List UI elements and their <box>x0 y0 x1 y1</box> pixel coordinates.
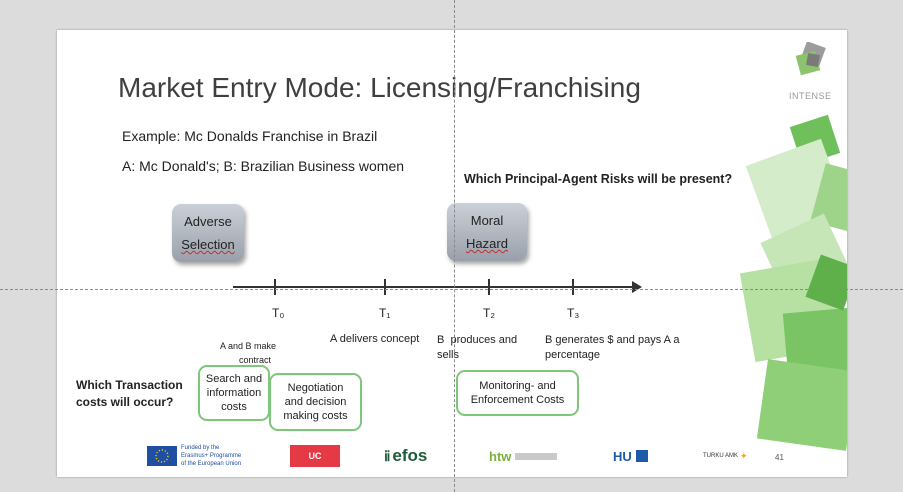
timeline-tick-t2 <box>488 279 490 295</box>
timeline-arrow-icon <box>632 281 642 293</box>
page-number: 41 <box>775 453 784 462</box>
t3-desc-line2: percentage <box>545 349 601 361</box>
search-box-line2: information <box>206 387 262 399</box>
slide-canvas: INTENSE Market Entry Mode: Licensing/Fra… <box>57 30 847 477</box>
t2-description: B produces and sells <box>437 333 517 363</box>
slide-title: Market Entry Mode: Licensing/Franchising <box>118 72 641 103</box>
negotiation-decision-costs-box: Negotiation and decision making costs <box>269 373 362 431</box>
vertical-guide-line-overlay <box>454 0 455 492</box>
efos-logo-text: efos <box>392 446 428 465</box>
parties-text: A: Mc Donald's; B: Brazilian Business wo… <box>122 158 405 174</box>
search-box-line3: costs <box>221 401 247 413</box>
eu-logo-line2: Erasmus+ Programme <box>181 453 242 459</box>
monitoring-box-line2: Enforcement Costs <box>470 394 565 406</box>
t2-desc-line1: B produces and <box>437 334 518 346</box>
htw-logo: htw <box>489 445 558 467</box>
intense-logo-text: INTENSE <box>789 91 832 101</box>
t0-note-line2: contract <box>238 355 271 365</box>
timeline-label-t1: T₁ <box>379 306 391 320</box>
timeline-axis <box>233 286 633 288</box>
t3-description: B generates $ and pays A a percentage <box>545 333 680 363</box>
turku-logo-text: TURKU AMK <box>703 453 739 459</box>
adverse-box-line1: Adverse <box>184 214 232 229</box>
efos-logo: ⅱ efos <box>384 445 427 467</box>
principal-agent-question: Which Principal-Agent Risks will be pres… <box>464 172 733 186</box>
search-information-costs-box: Search and information costs <box>198 365 270 421</box>
efos-pillar-icon: ⅱ <box>384 447 391 464</box>
turku-logo: TURKU AMK ✦ <box>703 445 748 467</box>
hu-logo-text: HU <box>613 448 632 464</box>
horizontal-guide-line <box>0 289 903 290</box>
footer-logo-bar: Funded by the Erasmus+ Programme of the … <box>57 435 847 477</box>
intense-logo-icon <box>795 41 829 76</box>
search-box-line1: Search and <box>205 373 263 385</box>
tc-question-line1: Which Transaction <box>76 378 183 392</box>
hu-logo: HU <box>613 445 648 467</box>
hu-logo-mark-icon <box>635 450 648 462</box>
htw-logo-text: htw <box>489 448 512 464</box>
eu-flag-icon <box>147 446 177 466</box>
timeline-label-t0: T₀ <box>272 306 285 320</box>
turku-sun-icon: ✦ <box>740 450 748 461</box>
timeline-tick-t3 <box>572 279 574 295</box>
example-text: Example: Mc Donalds Franchise in Brazil <box>122 128 378 144</box>
monitoring-box-line1: Monitoring- and <box>479 380 556 392</box>
adverse-selection-box: Adverse Selection <box>172 204 244 262</box>
t0-note: A and B make contract <box>207 339 289 367</box>
t3-desc-line1: B generates $ and pays A a <box>545 334 680 346</box>
t0-note-line1: A and B make <box>219 341 277 351</box>
timeline-tick-t0 <box>274 279 276 295</box>
t2-desc-line2: sells <box>437 349 460 361</box>
eu-logo-line3: of the European Union <box>181 461 242 467</box>
moral-box-line1: Moral <box>470 213 504 228</box>
adverse-box-line2: Selection <box>181 237 235 252</box>
negotiation-box-line2: and decision <box>284 396 347 408</box>
eu-logo-line1: Funded by the <box>181 445 220 451</box>
timeline-label-t2: T₂ <box>483 306 495 320</box>
uc-logo-text: UC <box>308 451 322 461</box>
transaction-costs-question: Which Transaction costs will occur? <box>76 377 183 411</box>
t1-description: A delivers concept <box>330 333 420 345</box>
moral-hazard-box: Moral Hazard <box>447 203 527 261</box>
eu-erasmus-logo: Funded by the Erasmus+ Programme of the … <box>147 445 241 467</box>
negotiation-box-line3: making costs <box>283 410 348 422</box>
timeline-label-t3: T₃ <box>567 306 580 320</box>
moral-box-line2: Hazard <box>466 236 508 251</box>
timeline-tick-t1 <box>384 279 386 295</box>
monitoring-enforcement-costs-box: Monitoring- and Enforcement Costs <box>456 370 579 416</box>
uc-logo: UC <box>290 445 340 467</box>
negotiation-box-line1: Negotiation <box>287 382 344 394</box>
htw-logo-subtext-icon <box>515 452 558 460</box>
tc-question-line2: costs will occur? <box>76 395 174 409</box>
